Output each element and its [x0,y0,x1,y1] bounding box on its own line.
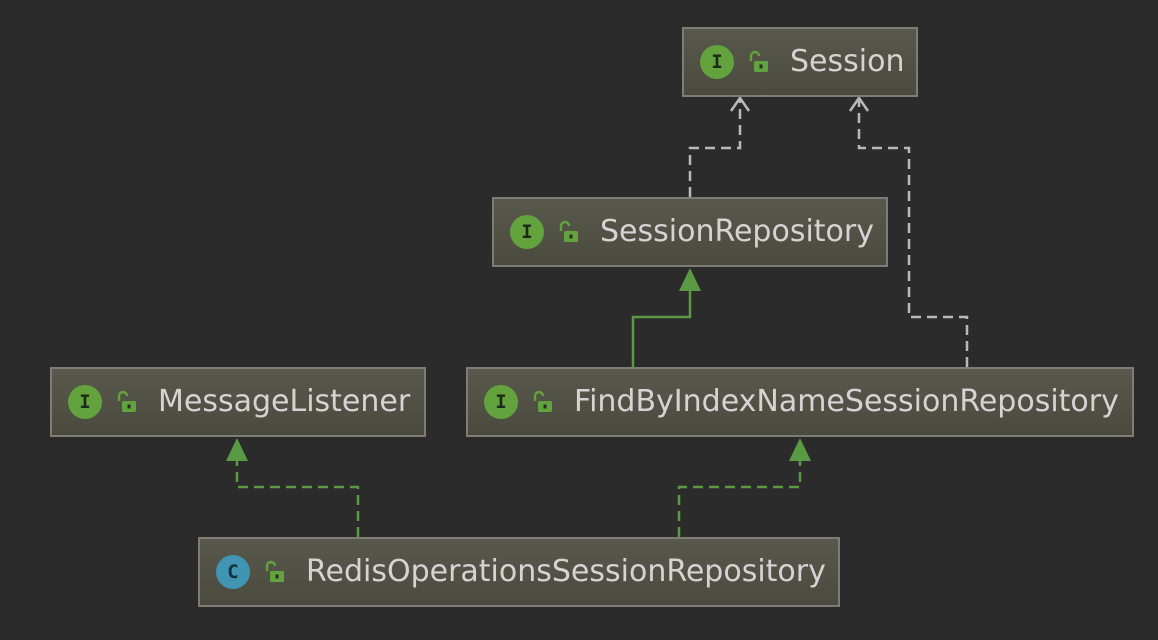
unlocked-icon [749,50,768,72]
interface-icon: I [510,215,544,249]
node-session-repository[interactable]: I SessionRepository [492,197,888,267]
edge-redis-ops-implements-find-by-index [677,438,811,537]
node-session[interactable]: I Session [682,27,918,97]
node-name: FindByIndexNameSessionRepository [574,384,1119,419]
edge-session-repository-to-session [688,95,751,197]
interface-icon: I [484,385,518,419]
interface-icon: I [68,385,102,419]
interface-icon: I [700,45,734,79]
node-name: Session [790,44,905,79]
edge-find-by-index-extends-session-repository [631,268,701,367]
node-name: SessionRepository [600,214,874,249]
class-icon: C [216,555,250,589]
edge-redis-ops-implements-message-listener [226,438,360,537]
unlocked-icon [559,220,578,242]
node-redis-operations-session-repository[interactable]: C RedisOperationsSessionRepository [198,537,840,607]
node-message-listener[interactable]: I MessageListener [50,367,426,437]
node-find-by-index[interactable]: I FindByIndexNameSessionRepository [466,367,1134,437]
unlocked-icon [265,560,284,582]
unlocked-icon [533,390,552,412]
unlocked-icon [117,390,136,412]
node-name: RedisOperationsSessionRepository [306,554,826,589]
node-name: MessageListener [158,384,411,419]
edge-find-by-index-to-session [848,95,969,367]
